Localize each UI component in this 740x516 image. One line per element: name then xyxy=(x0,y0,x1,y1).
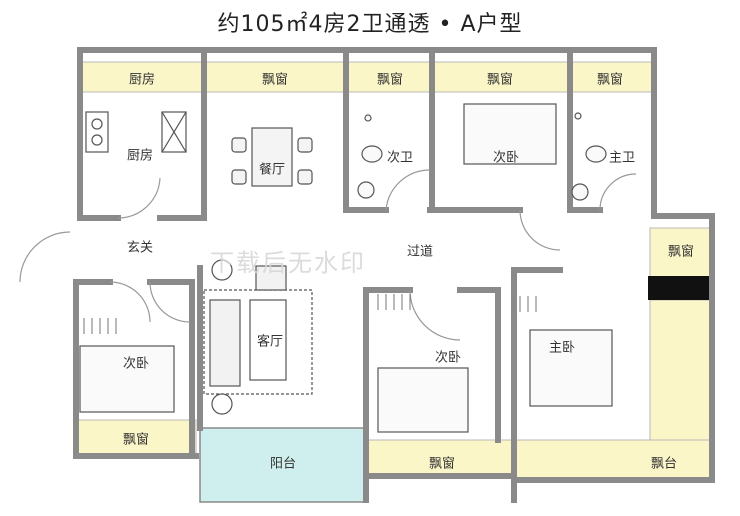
label-dining: 餐厅 xyxy=(258,162,286,178)
label-southwest-bay-window: 飘窗 xyxy=(122,432,150,448)
second-bedroom-window-band xyxy=(431,61,569,93)
label-kitchen-window: 厨房 xyxy=(128,72,156,88)
dining-window-band xyxy=(203,61,347,93)
wardrobes xyxy=(83,294,537,334)
balcony-area xyxy=(199,427,367,503)
master-terrace-band xyxy=(513,439,713,481)
label-dining-bay-window: 飘窗 xyxy=(261,72,289,88)
master-bath-window-band xyxy=(569,61,653,93)
walls xyxy=(73,47,715,503)
label-living: 客厅 xyxy=(256,334,284,350)
beds xyxy=(79,103,613,433)
label-second-bedroom-south: 次卧 xyxy=(434,350,462,366)
plan-title: 约105㎡4房2卫通透 • A户型 xyxy=(217,12,523,37)
door-swings xyxy=(19,169,637,341)
bath-fixtures xyxy=(357,112,607,201)
east-terrace-band xyxy=(649,299,713,443)
kitchen-fixtures xyxy=(85,111,187,153)
second-bath-window-band xyxy=(347,61,431,93)
label-east-bay-window: 飘窗 xyxy=(667,244,695,260)
label-master-bedroom: 主卧 xyxy=(548,340,576,356)
kitchen-window-band xyxy=(81,61,203,93)
label-south-bay-window: 飘窗 xyxy=(428,456,456,472)
label-entrance: 玄关 xyxy=(126,240,154,256)
living-furniture xyxy=(203,259,313,415)
label-bay-terrace: 飘台 xyxy=(650,456,678,472)
label-corridor: 过道 xyxy=(406,244,434,260)
label-second-bath-bay-window: 飘窗 xyxy=(376,72,404,88)
window-bands xyxy=(77,61,713,481)
label-bedroom-bay-window: 飘窗 xyxy=(486,72,514,88)
label-second-bath: 次卫 xyxy=(386,150,414,166)
column-block xyxy=(648,276,712,300)
label-second-bedroom-north: 次卧 xyxy=(492,150,520,166)
watermark: 下载后无水印 xyxy=(210,249,366,277)
dining-table xyxy=(231,127,313,187)
label-kitchen: 厨房 xyxy=(126,148,154,164)
label-balcony: 阳台 xyxy=(269,456,297,472)
label-master-bath-bay-window: 飘窗 xyxy=(596,72,624,88)
label-master-bath: 主卫 xyxy=(608,150,636,166)
label-second-bedroom-west: 次卧 xyxy=(122,356,150,372)
